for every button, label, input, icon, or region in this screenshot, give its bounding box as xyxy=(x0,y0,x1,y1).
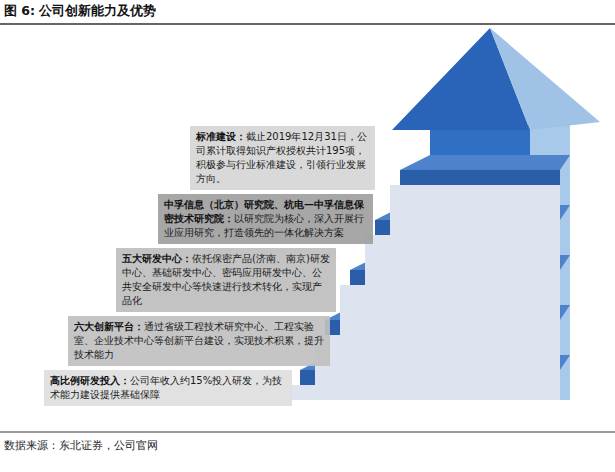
box-heading: 标准建设： xyxy=(196,131,246,142)
step-text-box: 标准建设：截止2019年12月31日，公司累计取得知识产权授权共计195项，积极… xyxy=(190,126,375,190)
step-text-box: 五大研发中心：依托保密产品(济南、南京)研发中心、基础研发中心、密码应用研发中心… xyxy=(116,248,336,312)
step-text-box: 六大创新平台：通过省级工程技术研究中心、工程实验室、企业技术中心等创新平台建设，… xyxy=(68,316,330,366)
box-heading: 六大创新平台： xyxy=(74,321,144,332)
step-side xyxy=(390,185,560,400)
step-tread xyxy=(400,155,570,170)
source-caption: 数据来源：东北证券，公司官网 xyxy=(4,438,158,453)
step-riser xyxy=(400,170,560,185)
box-heading: 五大研发中心： xyxy=(122,253,192,264)
arrow-head-side xyxy=(490,28,600,130)
title-rule xyxy=(0,23,615,25)
caption-rule xyxy=(0,432,615,433)
arrow-head xyxy=(392,28,530,130)
box-heading: 高比例研发投入： xyxy=(50,375,130,386)
step-text-box: 中孚信息（北京）研究院、杭电—中孚信息保密技术研究院：以研究院为核心，深入开展行… xyxy=(158,194,373,244)
figure-title: 图 6: 公司创新能力及优势 xyxy=(4,3,156,20)
step-text-box: 高比例研发投入：公司年收入约15%投入研发，为技术能力建设提供基础保障 xyxy=(44,370,292,406)
